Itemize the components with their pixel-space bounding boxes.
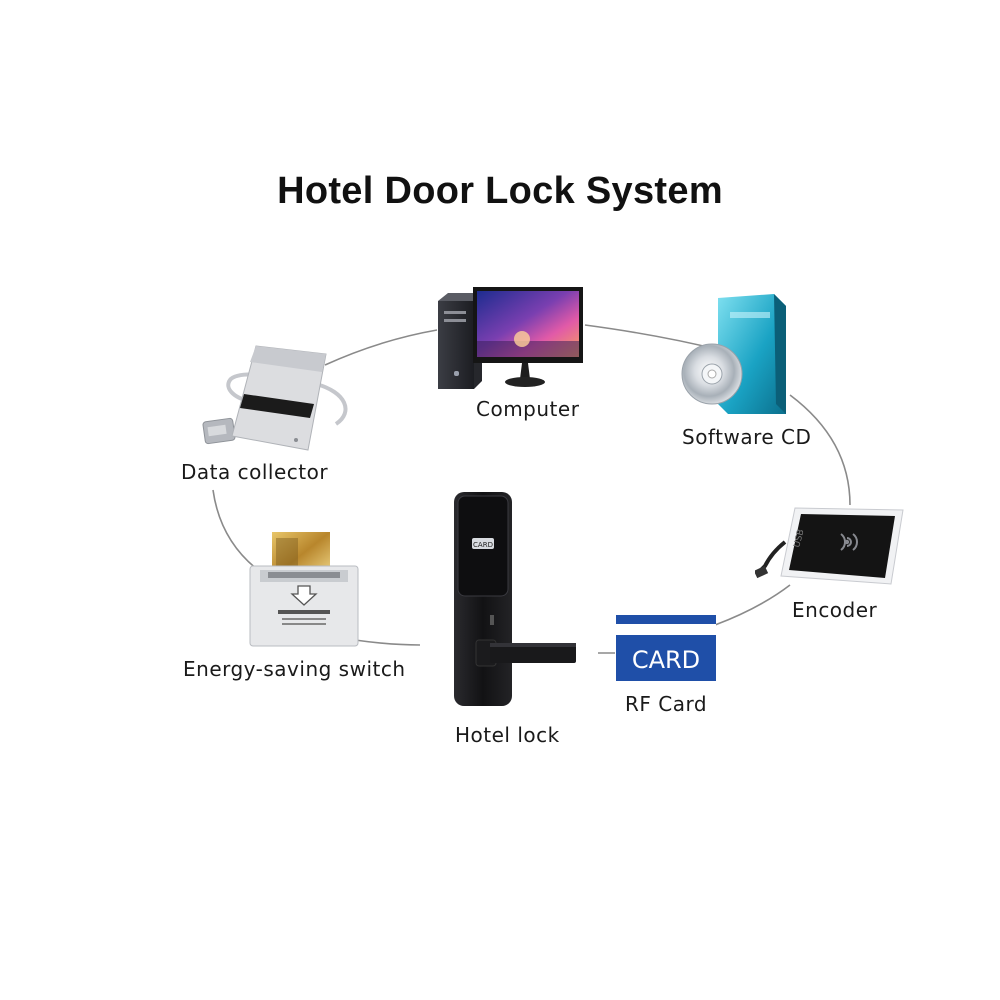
data-collector-icon: [202, 345, 348, 451]
data-collector-label: Data collector: [181, 460, 329, 484]
encoder-label: Encoder: [792, 598, 878, 622]
energy-saving-switch-label: Energy-saving switch: [183, 657, 406, 681]
hotel-lock-badge-text: CARD: [473, 541, 493, 549]
connector-switch-to-collector: [212, 489, 259, 571]
computer-icon: [438, 287, 583, 389]
hotel-lock-label: Hotel lock: [455, 723, 560, 747]
rf-card-label: RF Card: [625, 692, 708, 716]
rf-card-text: CARD: [632, 646, 700, 674]
computer-label: Computer: [476, 397, 580, 421]
connector-encoder-to-rfcard: [714, 584, 791, 626]
software-cd-icon: [681, 294, 786, 414]
software-cd-label: Software CD: [682, 425, 812, 449]
rf-card-icon: CARD: [616, 615, 716, 681]
energy-saving-switch-icon: [249, 532, 359, 647]
connector-software-to-encoder: [789, 394, 851, 506]
svg-text:USB: USB: [792, 528, 806, 548]
encoder-icon: USB: [755, 507, 904, 585]
diagram-title: Hotel Door Lock System: [277, 170, 723, 212]
connector-collector-to-computer: [324, 329, 438, 366]
connector-switch-to-lock: [354, 639, 421, 646]
hotel-lock-icon: CARD: [454, 492, 576, 706]
